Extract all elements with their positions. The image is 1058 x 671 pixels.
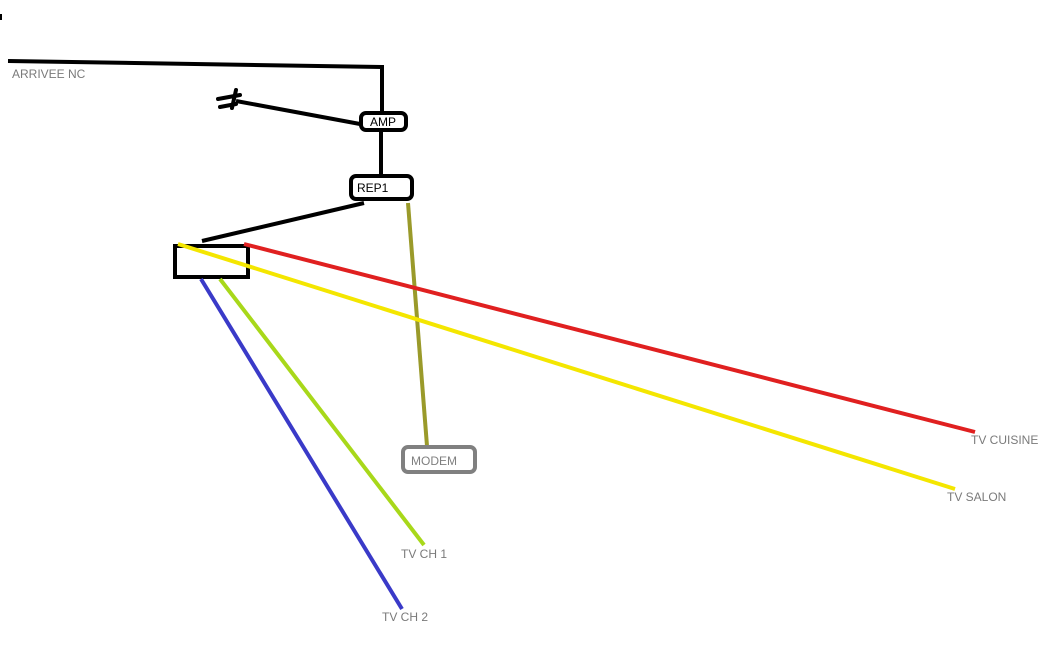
- tv-ch2-cable: [199, 277, 404, 611]
- rep1-box: [349, 174, 414, 201]
- modem-label: MODEM: [411, 454, 457, 468]
- amp-box: [359, 111, 408, 132]
- rep1-modem-cable: [406, 202, 429, 447]
- rep1-splitter-cable: [201, 201, 365, 243]
- amp-node: AMP: [359, 111, 408, 132]
- label-tv-salon: TV SALON: [947, 490, 1006, 504]
- modem-node: MODEM: [401, 445, 477, 474]
- amp-label: AMP: [370, 115, 396, 129]
- splitter-box: [173, 244, 250, 279]
- label-tv-ch1: TV CH 1: [401, 547, 447, 561]
- tv-ch1-cable: [218, 277, 426, 547]
- rep1-label: REP1: [357, 181, 389, 195]
- label-tv-cuisine: TV CUISINE: [971, 433, 1038, 447]
- label-tv-ch2: TV CH 2: [382, 610, 428, 624]
- rep1-node: REP1: [349, 174, 414, 201]
- power-plug-icon: [216, 88, 361, 126]
- corner-mark: [0, 14, 2, 20]
- modem-box: [401, 445, 477, 474]
- tv-cuisine-cable: [243, 242, 976, 434]
- arrivee-cable: [7, 59, 384, 114]
- tv-salon-cable: [177, 242, 956, 491]
- label-arrivee-nc: ARRIVEE NC: [12, 67, 86, 81]
